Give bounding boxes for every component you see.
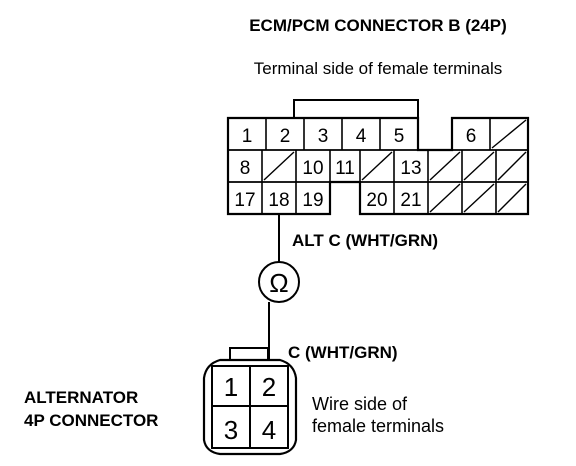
wire-c-label: C (WHT/GRN)	[288, 343, 398, 362]
ecm-pin-3: 3	[318, 126, 329, 147]
ecm-pin-10: 10	[302, 158, 323, 179]
alternator-connector: 1 2 3 4	[202, 347, 298, 456]
ecm-pin-1: 1	[242, 126, 253, 147]
ohm-icon: Ω	[269, 268, 288, 298]
wire-alt-c-label: ALT C (WHT/GRN)	[292, 231, 438, 250]
ecm-pin-8: 8	[240, 158, 251, 179]
ecm-connector-subtitle: Terminal side of female terminals	[254, 59, 502, 78]
alt-pin-1: 1	[224, 372, 238, 402]
ecm-pin-20: 20	[366, 190, 387, 211]
alternator-side-line1: Wire side of	[312, 394, 408, 414]
ohmmeter: Ω	[258, 261, 300, 303]
ecm-pin-18: 18	[268, 190, 289, 211]
alternator-title-line1: ALTERNATOR	[24, 388, 138, 407]
ecm-pin-21: 21	[400, 190, 421, 211]
ecm-pin-17: 17	[234, 190, 255, 211]
ecm-pin-13: 13	[400, 158, 421, 179]
alternator-title-line2: 4P CONNECTOR	[24, 411, 158, 430]
alt-pin-3: 3	[224, 415, 238, 445]
ecm-pin-5: 5	[394, 126, 405, 147]
ecm-pin-4: 4	[356, 126, 367, 147]
ecm-pin-6: 6	[466, 126, 477, 147]
ecm-pin-11: 11	[335, 158, 355, 179]
alt-pin-4: 4	[262, 415, 276, 445]
ecm-connector: 1 2 3 4 5 6 8 10 11 13 17 18 19 20 21	[226, 99, 530, 216]
alt-pin-2: 2	[262, 372, 276, 402]
alternator-side-line2: female terminals	[312, 416, 444, 436]
ecm-pin-2: 2	[280, 126, 291, 147]
ecm-pin-19: 19	[302, 190, 323, 211]
ecm-connector-title: ECM/PCM CONNECTOR B (24P)	[249, 16, 507, 35]
